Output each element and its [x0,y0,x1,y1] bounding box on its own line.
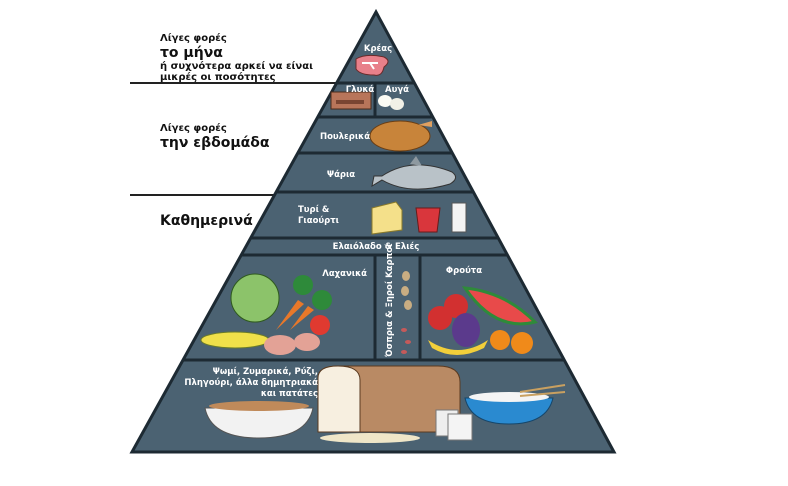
label-fish: Ψάρια [327,170,355,180]
label-olive: Ελαιόλαδο & Ελιές [333,241,420,252]
label-dairy-2: Γιαούρτι [298,216,339,226]
label-eggs: Αυγά [385,85,409,95]
pasta-icon [320,433,420,443]
monthly-label-4: μικρές οι ποσότητες [160,72,276,83]
label-legumes: Όσπρια & Ξηροί Καρποί [384,244,395,358]
yogurt-cup-icon [415,207,441,233]
eggs-icon [378,95,404,110]
label-grains-2: Πληγούρι, άλλα δημητριακά [184,378,318,388]
fruits-icon [428,286,538,355]
divider-monthly [130,82,340,84]
label-vegetables: Λαχανικά [322,269,367,279]
label-meat: Κρέας [364,43,392,54]
milk-glass-icon [451,202,467,233]
poultry-icon [369,120,432,152]
bread-icon [317,365,461,433]
weekly-label-1: Λίγες φορές [160,123,227,134]
divider-weekly [130,194,280,196]
rice-bowl-icon [464,384,566,425]
label-sweets: Γλυκά [346,85,375,95]
vegetables-icon [200,273,332,355]
monthly-label-1: Λίγες φορές [160,33,227,44]
monthly-label-2: το μήνα [160,45,223,61]
monthly-label-3: ή συχνότερα αρκεί να είναι [160,61,314,72]
sweets-icon [330,91,372,110]
band-dividers [183,81,565,362]
label-poultry: Πουλερικά [320,132,370,142]
label-fruits: Φρούτα [446,266,482,276]
meat-icon [355,54,389,76]
cheese-icon [371,201,403,235]
legumes-icon [401,271,412,354]
weekly-label-2: την εβδομάδα [160,135,270,151]
crackers-icon [435,409,473,441]
label-grains-3: και πατάτες [261,389,318,399]
daily-label: Καθημερινά [160,213,253,229]
label-dairy-1: Τυρί & [298,204,330,215]
fish-icon [371,156,456,190]
label-grains-1: Ψωμί, Ζυμαρικά, Ρύζι, [213,366,318,377]
cereal-bowl-icon [204,401,314,439]
